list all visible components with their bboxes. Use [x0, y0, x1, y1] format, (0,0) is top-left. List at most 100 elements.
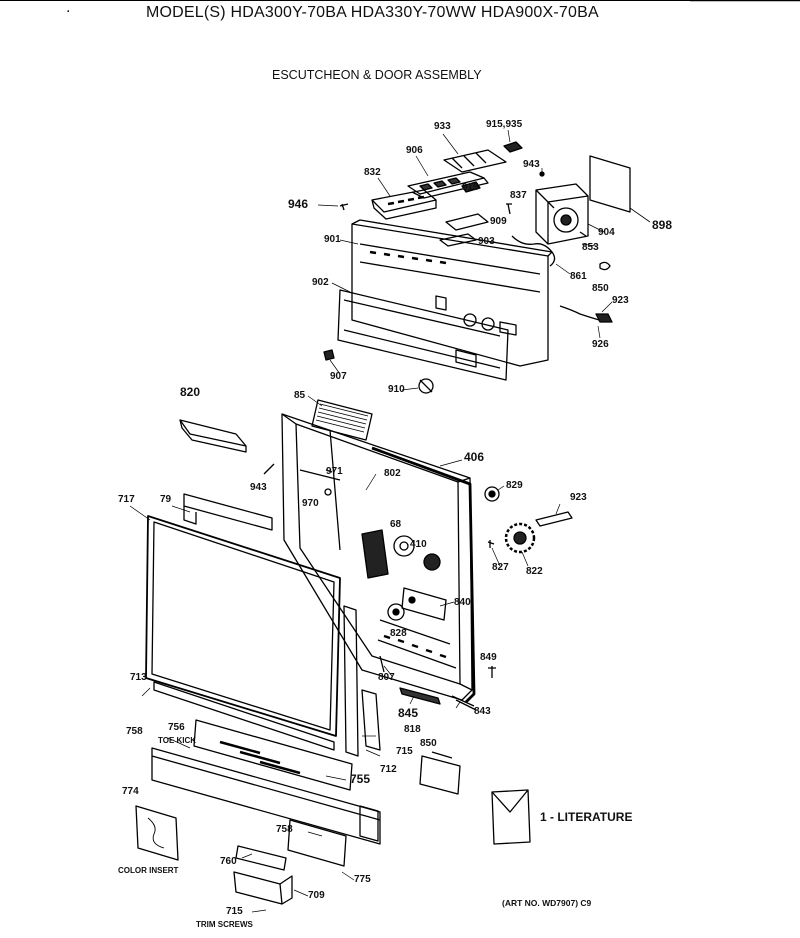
part-907: [323, 349, 335, 361]
part-label: 901: [324, 234, 341, 245]
part-label: 837: [510, 190, 527, 201]
part-774-color-insert: [135, 805, 179, 861]
part-923-plug: [595, 313, 613, 323]
part-label: 845: [398, 706, 419, 720]
part-label: 79: [160, 494, 172, 505]
part-807: [379, 655, 385, 673]
part-970: [324, 488, 332, 496]
part-label-775: 775: [354, 874, 371, 885]
part-label: 898: [652, 218, 673, 232]
part-label: 915,935: [486, 119, 523, 130]
part-label: 971: [326, 466, 343, 477]
part-709: [233, 871, 293, 905]
part-label: 943: [523, 159, 540, 170]
part-label: 850: [592, 283, 609, 294]
part-901-escutcheon: [351, 219, 553, 367]
toe-kick-caption: TOE KICK: [158, 736, 197, 745]
part-label: 827: [492, 562, 509, 573]
part-832: [371, 189, 437, 220]
part-410: [393, 535, 415, 557]
art-number: (ART NO. WD7907) C9: [502, 898, 592, 908]
model-line: MODEL(S) HDA300Y-70BA HDA330Y-70WW HDA90…: [146, 4, 599, 21]
part-label: 907: [330, 371, 347, 382]
part-840: [401, 587, 447, 621]
part-85-vent: [311, 399, 373, 441]
part-827: [487, 540, 495, 548]
part-label: 755: [350, 772, 371, 786]
part-843: [451, 695, 477, 711]
part-label: 758: [276, 824, 293, 835]
part-822-gear: [504, 522, 536, 554]
part-label: 829: [506, 480, 523, 491]
literature-envelope: [491, 789, 531, 845]
part-label: 410: [410, 539, 427, 550]
part-label: 946: [288, 197, 309, 211]
part-933: [443, 149, 507, 173]
part-label: 970: [302, 498, 319, 509]
part-label: 915: [462, 182, 479, 193]
part-850: [599, 261, 611, 271]
part-label: 406: [464, 450, 485, 464]
part-label: 822: [526, 566, 543, 577]
part-910-knob: [418, 378, 434, 394]
door-side-rail: [343, 605, 359, 757]
part-943-pin: [263, 463, 275, 475]
part-label: 904: [598, 227, 615, 238]
part-915: [461, 181, 481, 193]
part-label: 709: [308, 890, 325, 901]
part-label: 926: [592, 339, 609, 350]
part-label: 807: [378, 672, 395, 683]
part-label: 909: [490, 216, 507, 227]
part-760: [235, 845, 287, 871]
part-823-handle: [535, 511, 573, 527]
part-828: [387, 603, 405, 621]
part-label: 943: [250, 482, 267, 493]
part-79-bracket: [183, 493, 273, 531]
part-406-gasket: [371, 446, 476, 703]
part-label: 843: [474, 706, 491, 717]
part-713-strip: [153, 681, 335, 751]
part-904-timer: [535, 183, 589, 245]
part-label: 756: [168, 722, 185, 733]
diagram-title: ESCUTCHEON & DOOR ASSEMBLY: [272, 68, 482, 82]
part-829: [484, 486, 500, 502]
part-label: 717: [118, 494, 135, 505]
part-label: 68: [390, 519, 402, 530]
part-923-cord: [559, 305, 607, 323]
part-label: 760: [220, 856, 237, 867]
part-68-dispenser: [361, 529, 389, 579]
part-853-wire: [511, 235, 556, 267]
part-898-sheet: [589, 155, 631, 213]
part-915-935: [503, 141, 523, 153]
literature-caption: 1 - LITERATURE: [540, 810, 633, 824]
part-label: 849: [480, 652, 497, 663]
leader-lines: [129, 129, 613, 913]
part-label: 853: [582, 242, 599, 253]
part-850-box: [419, 751, 461, 795]
part-label: 933: [434, 121, 451, 132]
part-label: 840: [454, 597, 471, 608]
part-label: 774: [122, 786, 139, 797]
part-label: 818: [404, 724, 421, 735]
part-label: 923: [612, 295, 629, 306]
trim-screws-caption: TRIM SCREWS: [196, 920, 253, 929]
part-label: 85: [294, 390, 306, 401]
part-971: [325, 469, 333, 473]
part-label: 906: [406, 145, 423, 156]
part-898-leader: [629, 207, 651, 223]
inner-door-frame: [281, 413, 473, 701]
part-label: 910: [388, 384, 405, 395]
part-label: 715: [396, 746, 413, 757]
part-label: 850: [420, 738, 437, 749]
part-label: 758: [126, 726, 143, 737]
part-820: [179, 419, 247, 453]
color-insert-caption: COLOR INSERT: [118, 866, 179, 875]
part-label: 713: [130, 672, 147, 683]
part-label: 828: [390, 628, 407, 639]
part-902-trim: [337, 289, 509, 381]
part-909: [445, 213, 489, 231]
bullet-mark: .: [66, 0, 71, 16]
part-label: 832: [364, 167, 381, 178]
part-845: [399, 687, 441, 705]
